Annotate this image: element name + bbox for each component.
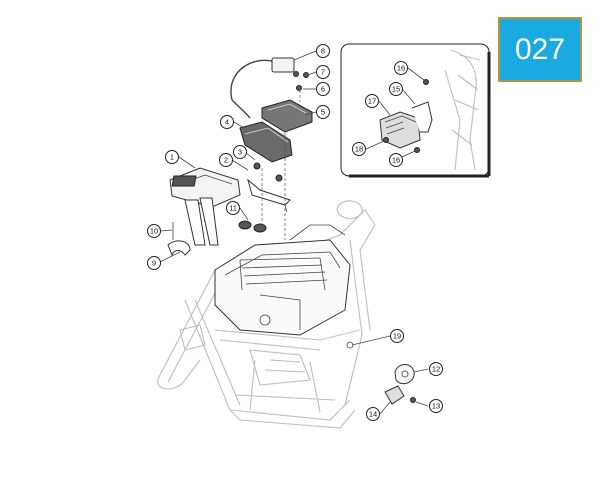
svg-text:13: 13 [432,402,440,411]
svg-text:18: 18 [355,145,363,154]
parts-12-14-sensor [346,341,416,405]
callout-2: 2 [219,153,233,167]
svg-text:9: 9 [152,259,156,268]
svg-text:12: 12 [432,365,440,374]
svg-text:5: 5 [321,108,325,117]
svg-text:19: 19 [393,332,401,341]
part-3-fasteners [253,162,283,182]
part-5-module [261,99,313,133]
leader-lines [159,50,429,415]
svg-text:1: 1 [170,153,174,162]
callout-16-bottom: 16 [389,153,403,167]
svg-text:2: 2 [224,156,228,165]
part-4-cover [239,121,293,163]
airbox-assembly [214,224,351,336]
parts-9-10-clamp [167,222,191,257]
svg-text:3: 3 [238,148,242,157]
callout-14: 14 [366,407,380,421]
callout-4: 4 [220,115,234,129]
callout-17: 17 [365,94,379,108]
page-number-badge: 027 [498,17,582,82]
svg-text:10: 10 [150,227,158,236]
svg-text:17: 17 [368,97,376,106]
callout-8: 8 [316,44,330,58]
callout-7: 7 [316,65,330,79]
callout-3: 3 [233,145,247,159]
svg-text:11: 11 [229,204,237,213]
part-1-ecu-bracket [169,167,241,246]
svg-text:6: 6 [321,85,325,94]
parts-6-7-screws [296,72,309,91]
callout-15: 15 [389,82,403,96]
svg-text:16: 16 [397,64,405,73]
callout-5: 5 [316,105,330,119]
part-2-bracket [247,178,291,213]
callout-6: 6 [316,82,330,96]
callout-10: 10 [147,224,161,238]
callout-1: 1 [165,150,179,164]
svg-text:14: 14 [369,410,377,419]
callout-18: 18 [352,142,366,156]
svg-text:15: 15 [392,85,400,94]
callout-11: 11 [226,201,240,215]
motorcycle-frame [157,200,376,429]
callout-13: 13 [429,399,443,413]
svg-text:16: 16 [392,156,400,165]
svg-text:4: 4 [225,118,229,127]
part-8-sensor-cable [230,57,299,119]
callout-12: 12 [429,362,443,376]
inset-detail-box [340,43,491,178]
svg-text:7: 7 [321,68,325,77]
part-11-rubber-mounts [238,220,267,233]
callout-19: 19 [390,329,404,343]
svg-text:8: 8 [321,47,325,56]
callout-16-top: 16 [394,61,408,75]
callout-9: 9 [147,256,161,270]
